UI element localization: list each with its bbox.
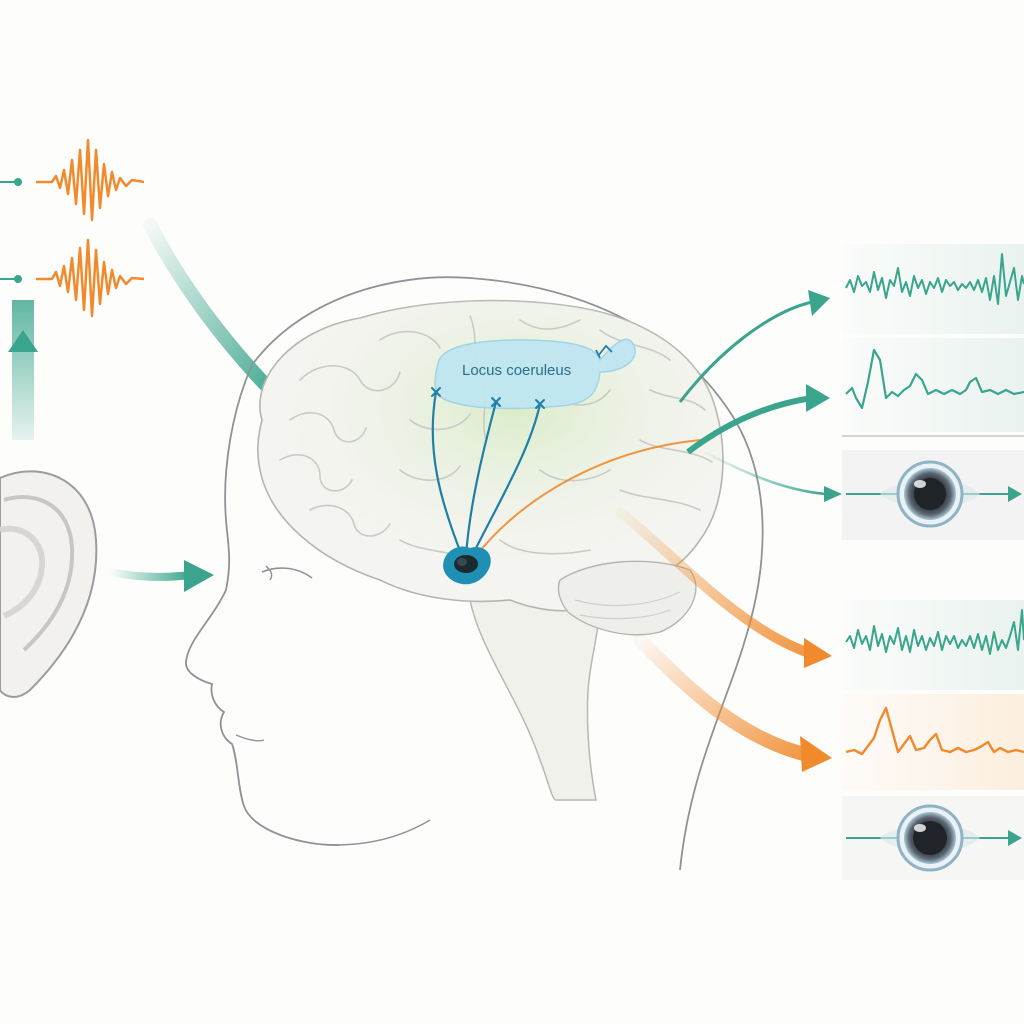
eeg-trace-teal-evoked [845,348,1024,410]
brain-to-pupil1-arrow [699,448,842,502]
stimulus-wave-top [0,138,145,222]
panel-eeg-1 [842,244,1024,334]
brain-stem [469,599,601,801]
brain-to-eeg2-arrow [686,384,830,455]
stimulus-wave-bottom [0,238,145,318]
eeg-trace-orange-evoked [845,706,1024,756]
locus-coeruleus-label-blob: Locus coeruleus [434,338,636,410]
eeg-trace-teal-noisy-1 [845,253,1024,305]
eye-closed-icon [261,565,313,581]
lc-projections [431,387,701,558]
eye-pupil-icon [896,460,964,528]
panel-eeg-2 [842,338,1024,432]
brain [257,299,724,636]
head-outline [185,276,764,871]
ear-to-stimulus-arrow [8,300,38,440]
locus-coeruleus-label: Locus coeruleus [462,362,571,379]
brain-to-eeg1-arrow [678,290,830,403]
locus-coeruleus-nucleus [443,546,491,585]
ear-icon [0,470,98,698]
ear-to-head-arrow [106,560,214,592]
panel-eeg-4 [842,694,1024,790]
sound-wave-icon [36,238,145,318]
brain-to-eeg3-arrow [615,507,832,668]
eeg-trace-teal-noisy-2 [845,609,1024,655]
brain-to-eeg4-arrow [633,633,832,772]
pupil-response-2 [846,804,1022,872]
eye-pupil-icon [896,804,964,872]
pupil-response-1 [846,460,1022,528]
sound-wave-icon [36,138,145,222]
